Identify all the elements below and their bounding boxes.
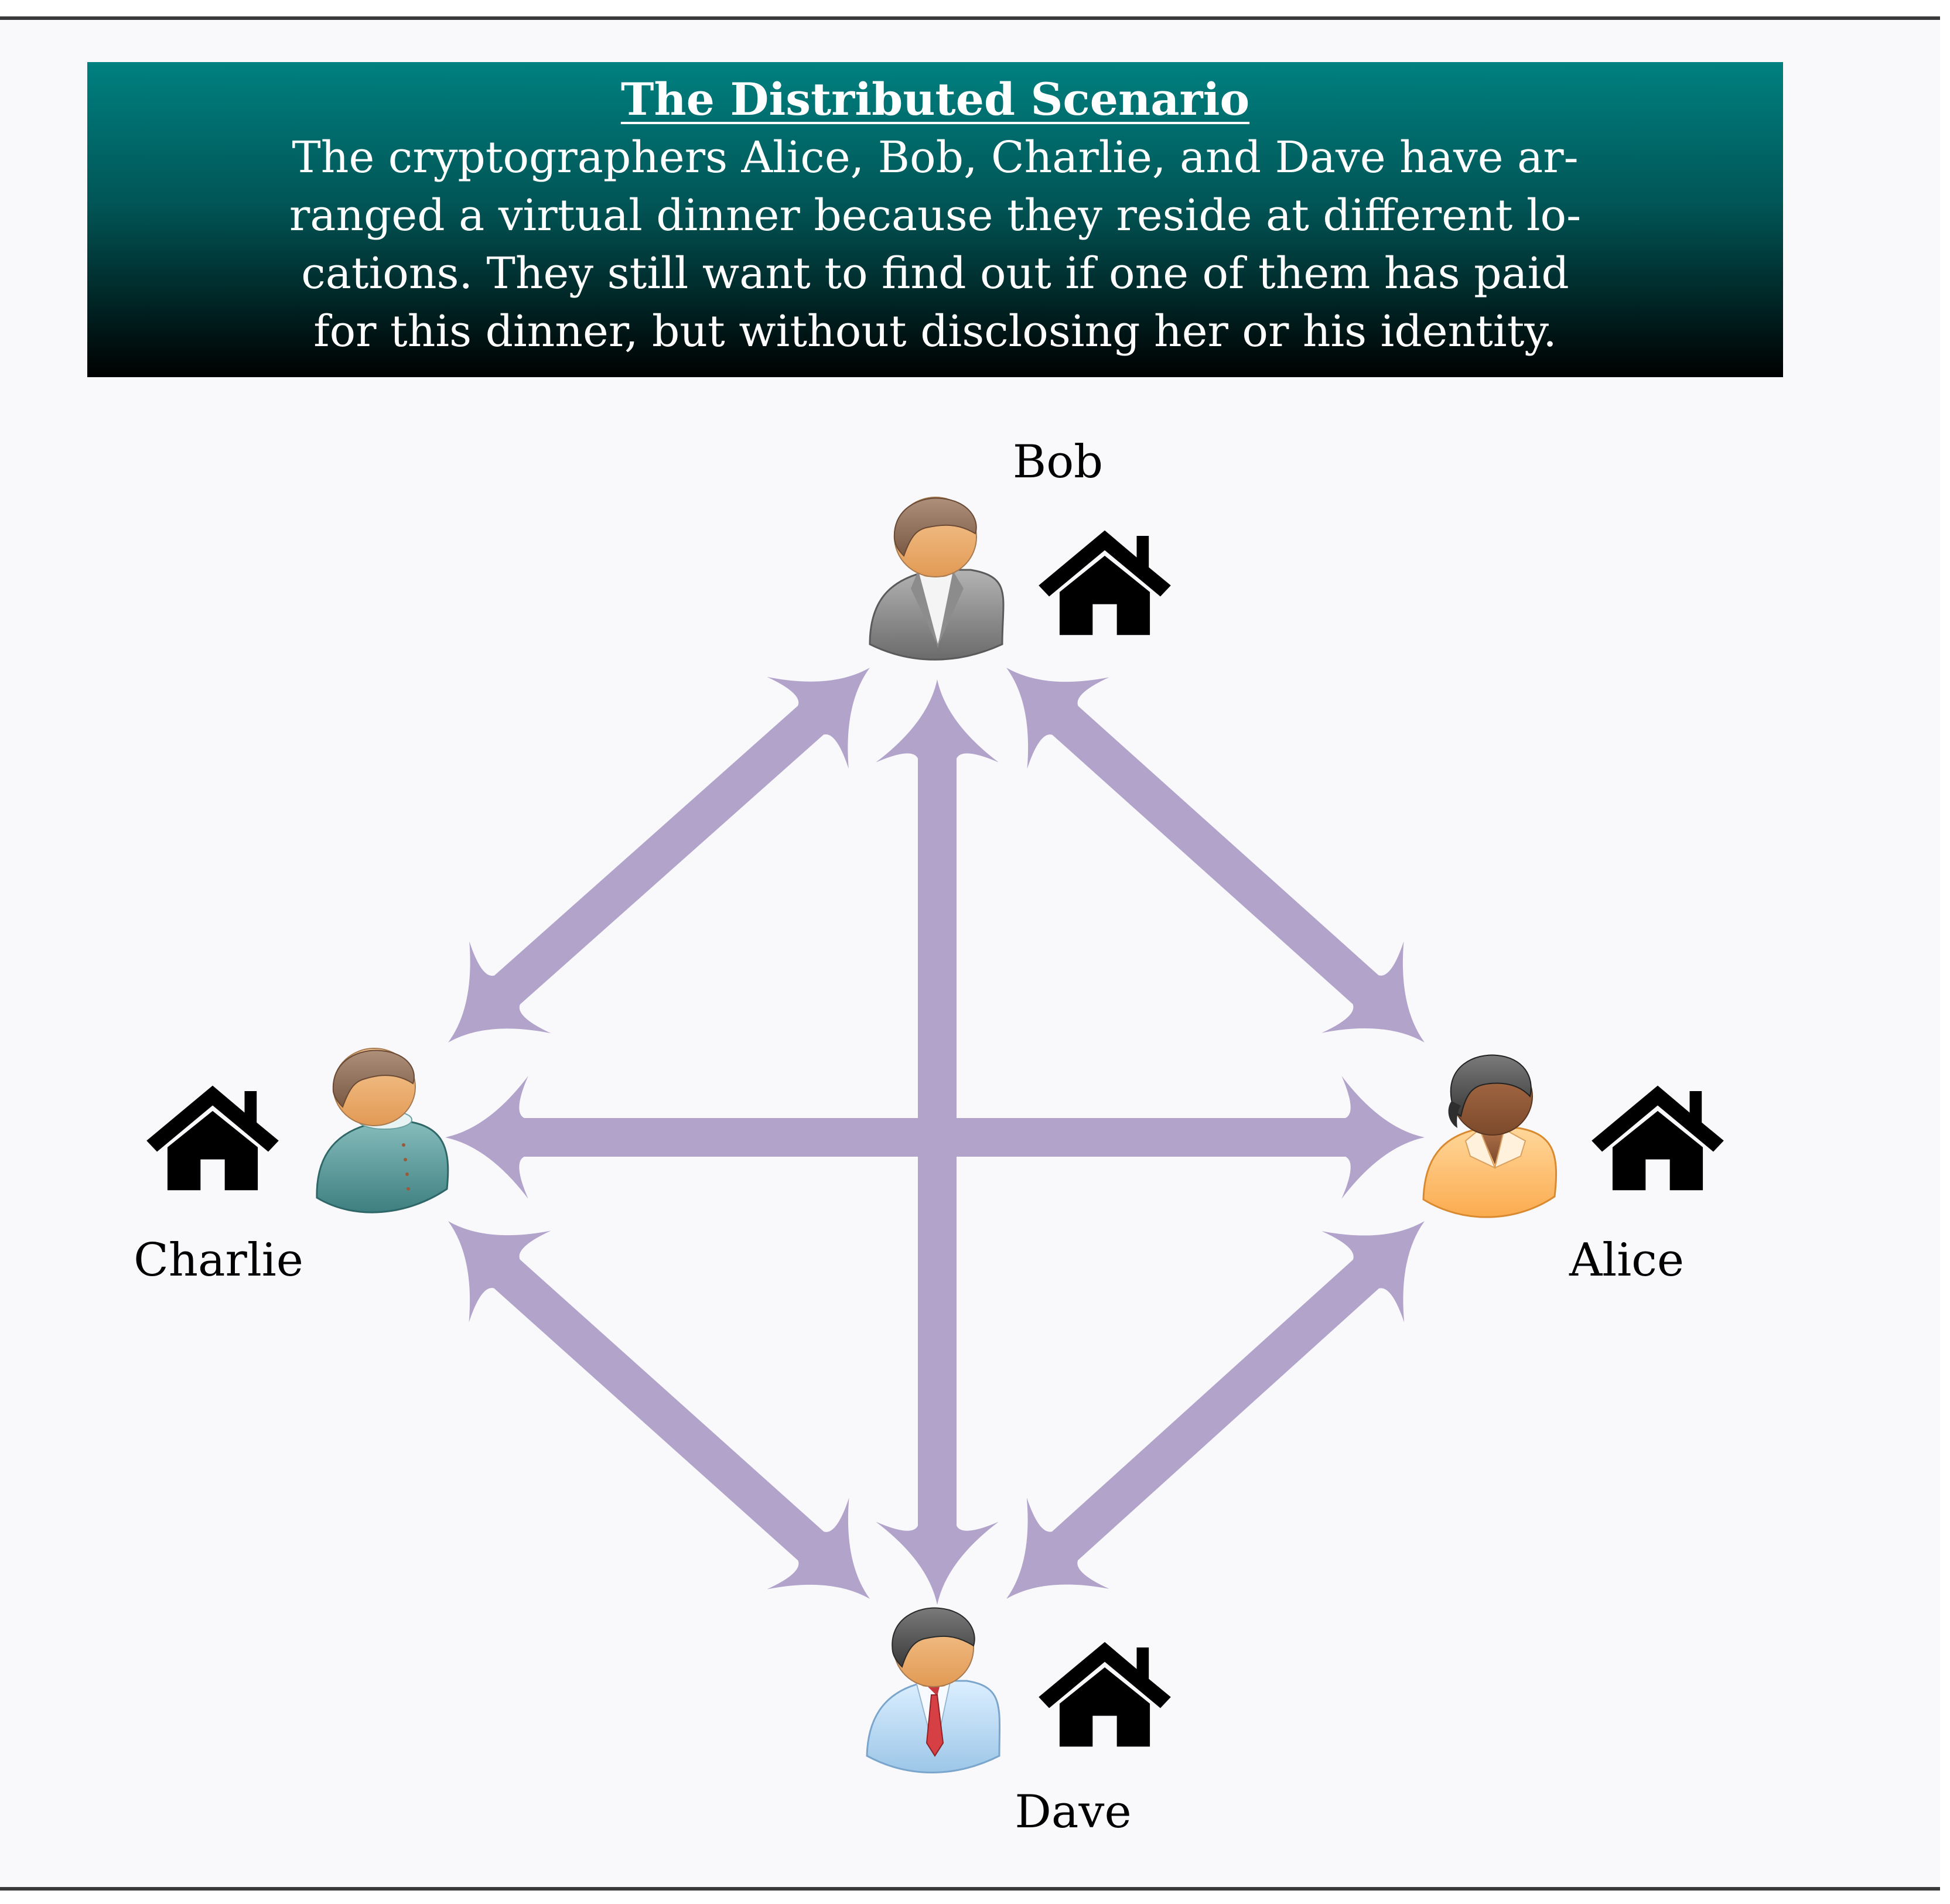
house-icon <box>146 1085 279 1191</box>
scenario-banner: The Distributed Scenario The cryptograph… <box>87 62 1783 377</box>
banner-line: ranged a virtual dinner because they res… <box>289 190 1582 241</box>
link-bob-charlie-arrow <box>448 668 870 1042</box>
banner-title: The Distributed Scenario <box>620 73 1250 125</box>
banner-line: cations. They still want to find out if … <box>301 248 1569 299</box>
man-teal-shirt-icon <box>316 1048 449 1213</box>
participant-name-bob: Bob <box>1013 436 1103 488</box>
dave-node: Dave <box>866 1607 1171 1838</box>
link-charlie-alice-arrow <box>445 1076 1425 1199</box>
banner-text: The cryptographers Alice, Bob, Charlie, … <box>87 129 1783 361</box>
participant-name-charlie: Charlie <box>134 1234 303 1287</box>
link-bob-alice-arrow <box>1006 668 1425 1042</box>
top-rule <box>0 16 1940 20</box>
man-blue-suit-red-tie-icon <box>866 1607 1001 1773</box>
house-icon <box>1039 530 1171 635</box>
woman-orange-blouse-icon <box>1422 1054 1558 1218</box>
participant-name-alice: Alice <box>1569 1234 1684 1287</box>
participant-name-dave: Dave <box>1015 1786 1131 1838</box>
house-icon <box>1039 1642 1171 1747</box>
banner-line: for this dinner, but without disclosing … <box>313 306 1557 357</box>
house-icon <box>1592 1085 1724 1191</box>
banner-line: The cryptographers Alice, Bob, Charlie, … <box>292 132 1579 183</box>
bob-node: Bob <box>869 436 1171 661</box>
link-charlie-dave-arrow <box>448 1221 870 1599</box>
alice-node: Alice <box>1422 1054 1724 1287</box>
bottom-rule <box>0 1887 1940 1891</box>
link-alice-dave-arrow <box>1006 1221 1425 1599</box>
man-gray-jacket-icon <box>869 497 1005 661</box>
communication-links <box>445 668 1425 1605</box>
charlie-node: Charlie <box>134 1048 449 1287</box>
